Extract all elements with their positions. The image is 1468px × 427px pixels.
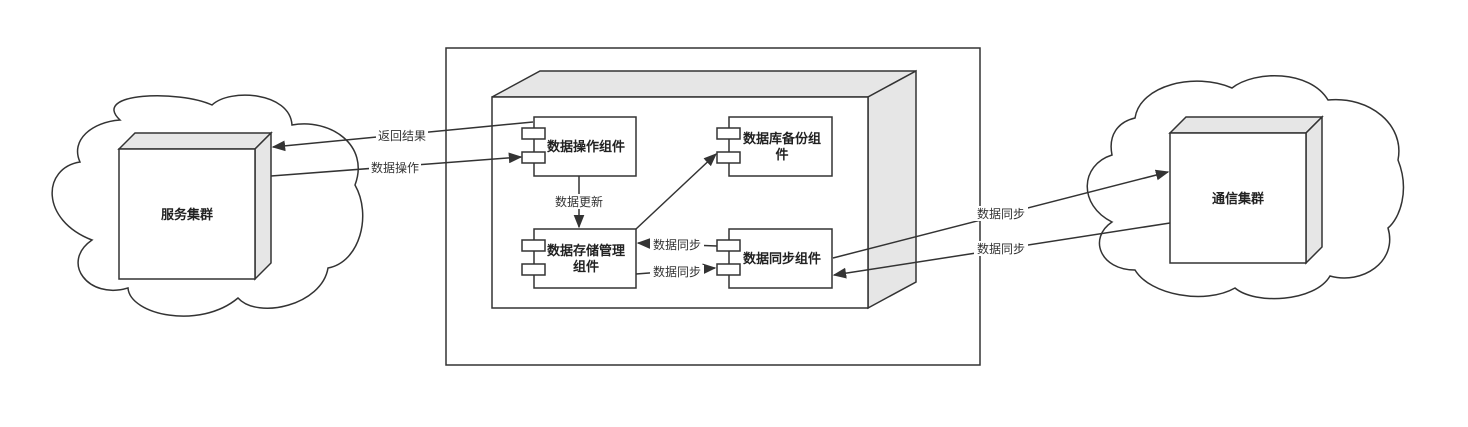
comm-cluster-node: 通信集群 <box>1168 115 1324 265</box>
db-backup-component-label-line2: 件 <box>775 147 788 163</box>
edge-return-result-label: 返回结果 <box>378 129 426 143</box>
edge-sync-to-storage-label: 数据同步 <box>653 237 701 252</box>
edge-data-operation-label: 数据操作 <box>371 160 419 175</box>
db-backup-component: 数据库备份组 件 <box>716 116 833 177</box>
db-backup-component-label-line1: 数据库备份组 <box>743 131 821 147</box>
service-cluster-label: 服务集群 <box>161 207 213 223</box>
edge-comm-to-sync-label: 数据同步 <box>977 241 1025 256</box>
edge-storage-to-sync-label: 数据同步 <box>653 264 701 279</box>
edge-storage-to-backup <box>635 153 717 230</box>
comm-cluster-label: 通信集群 <box>1212 191 1264 207</box>
storage-mgmt-component: 数据存储管理 组件 <box>521 228 637 289</box>
edge-sync-to-comm-label: 数据同步 <box>977 206 1025 221</box>
data-op-component: 数据操作组件 <box>521 116 637 177</box>
data-sync-component: 数据同步组件 <box>716 228 833 289</box>
data-op-component-label: 数据操作组件 <box>547 139 625 155</box>
storage-mgmt-component-label-line1: 数据存储管理 <box>547 243 625 259</box>
storage-mgmt-component-label-line2: 组件 <box>573 259 599 275</box>
edge-data-update-label: 数据更新 <box>555 194 603 209</box>
service-cluster-node: 服务集群 <box>117 131 273 281</box>
data-sync-component-label: 数据同步组件 <box>743 251 821 267</box>
